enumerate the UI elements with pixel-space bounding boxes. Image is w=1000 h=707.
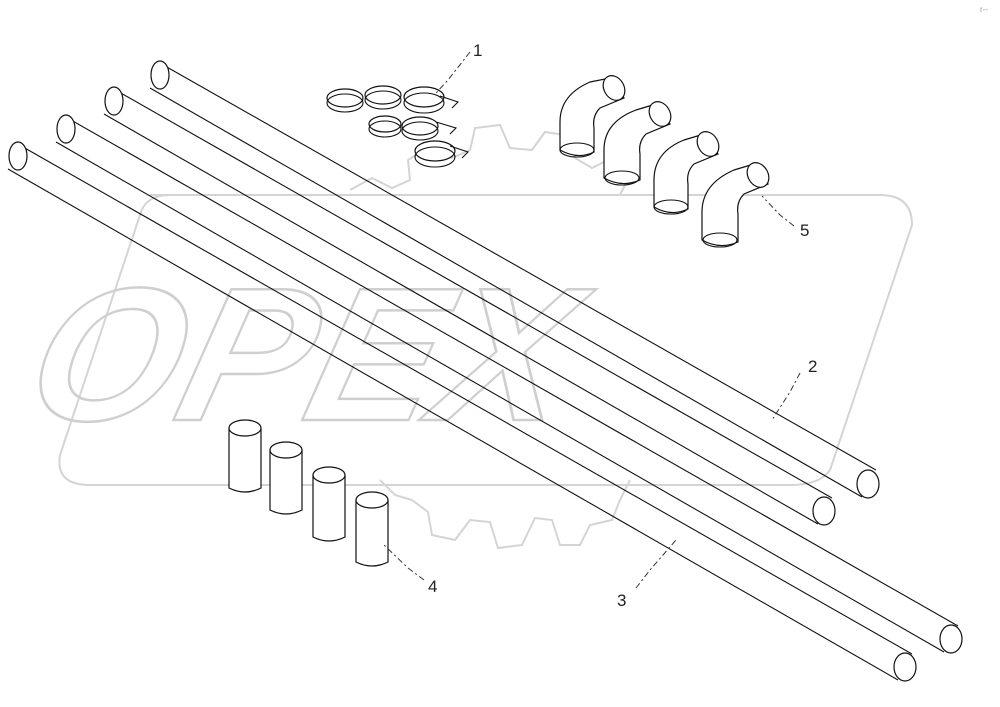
- tube: [269, 441, 303, 515]
- clamp: [368, 115, 402, 138]
- watermark-text: OPEX: [10, 248, 607, 461]
- clamp: [364, 85, 402, 110]
- tubes: [228, 419, 389, 567]
- leader-1: [435, 51, 471, 94]
- leaders: [383, 51, 801, 589]
- corner-mark: r--: [980, 5, 988, 14]
- tube: [228, 419, 262, 493]
- clamp: [414, 140, 470, 168]
- clamp: [401, 116, 458, 141]
- clamps: [326, 85, 470, 168]
- clamp: [403, 86, 460, 114]
- pipe: [149, 60, 880, 499]
- callout-3: 3: [617, 591, 626, 610]
- callout-2: 2: [808, 357, 817, 376]
- leader-4: [383, 544, 425, 581]
- watermark-gear: [349, 123, 632, 550]
- tube: [355, 491, 389, 567]
- elbow: [559, 75, 626, 158]
- callout-1: 1: [473, 41, 482, 60]
- elbow: [701, 162, 770, 248]
- elbow: [603, 101, 672, 186]
- watermark-frame: [58, 194, 914, 486]
- callouts: 1 2 3 4 5: [428, 41, 817, 610]
- leader-3: [635, 539, 677, 589]
- callout-4: 4: [428, 577, 437, 596]
- callout-5: 5: [800, 221, 809, 240]
- pipe: [7, 141, 917, 682]
- leader-5: [761, 195, 795, 227]
- pipe: [103, 86, 836, 526]
- elbows: [559, 75, 770, 248]
- pipe: [55, 114, 963, 654]
- tube: [312, 466, 346, 542]
- watermark-logo: OPEX: [9, 123, 914, 550]
- clamp: [326, 88, 364, 113]
- pipes: [7, 60, 963, 682]
- elbow: [653, 131, 720, 215]
- leader-2: [771, 372, 801, 421]
